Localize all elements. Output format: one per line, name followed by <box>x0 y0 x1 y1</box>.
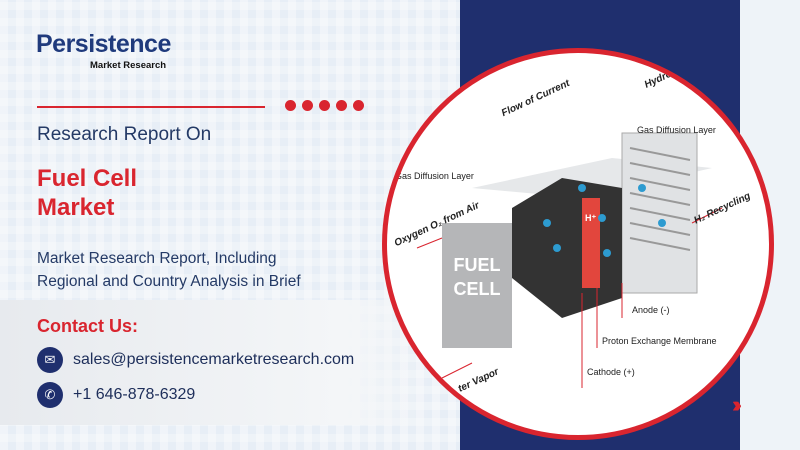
mail-icon: ✉ <box>37 347 63 373</box>
phone-link[interactable]: +1 646-878-6329 <box>73 386 196 403</box>
description-line-2: Regional and Country Analysis in Brief <box>37 273 301 290</box>
chevrons-icon: ››› <box>732 392 742 417</box>
fuel-cell-diagram: FUEL CELL Flow of Current Hydrogen H₂ Fl… <box>382 48 774 440</box>
email-row[interactable]: ✉ sales@persistencemarketresearch.com <box>37 347 354 373</box>
phone-row[interactable]: ✆ +1 646-878-6329 <box>37 382 195 408</box>
decorative-dots <box>285 100 364 111</box>
title-line-2: Market <box>37 194 115 221</box>
description-line-1: Market Research Report, Including <box>37 250 277 267</box>
email-link[interactable]: sales@persistencemarketresearch.com <box>73 351 355 368</box>
phone-icon: ✆ <box>37 382 63 408</box>
cathode-label: Cathode (+) <box>587 367 635 377</box>
fuel-cell-label: FUEL CELL <box>453 255 501 299</box>
proton-label: H⁺ <box>585 213 597 223</box>
contact-panel <box>0 300 430 425</box>
anode-label: Anode (-) <box>632 305 670 315</box>
title-line-1: Fuel Cell <box>37 165 138 192</box>
diagram-graphic <box>416 132 723 388</box>
contact-title: Contact Us: <box>37 316 139 336</box>
membrane-label: Proton Exchange Membrane <box>602 336 717 346</box>
gdl-right-label: Gas Diffusion Layer <box>637 125 716 135</box>
report-prefix: Research Report On <box>37 124 212 145</box>
gdl-left-label: Gas Diffusion Layer <box>395 171 474 181</box>
divider <box>37 106 265 108</box>
logo-name: Persistence <box>36 30 171 58</box>
logo-subtitle: Market Research <box>90 60 167 71</box>
